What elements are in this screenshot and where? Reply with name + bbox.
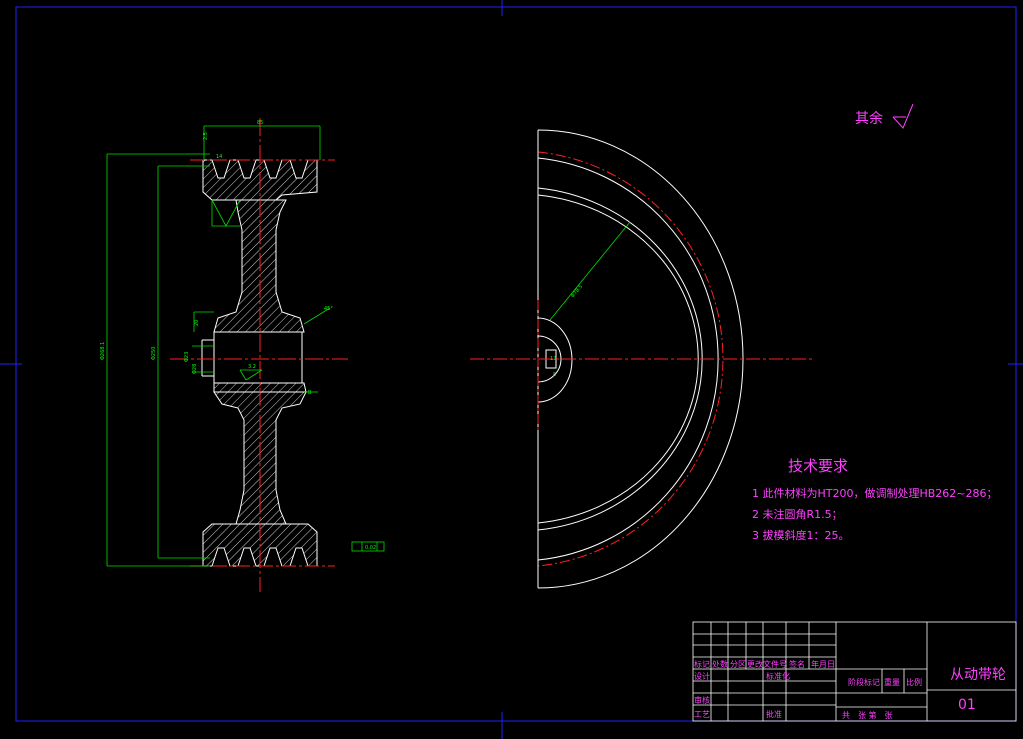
dim-top-width: 85: [257, 120, 263, 126]
tb-sheets: 共 张 第 张: [842, 710, 893, 720]
tb-weight: 重量: [884, 677, 900, 687]
dim-chamfer: 45°: [324, 306, 333, 312]
dim-datum: B: [308, 390, 312, 396]
dim-groove-top: 2.5: [203, 132, 209, 140]
tb-review: 审核: [694, 695, 710, 705]
dim-pitch-diameter: Φ250: [151, 347, 157, 360]
tech-title: 技术要求: [788, 457, 848, 475]
tb-drawing-no: 01: [958, 697, 976, 713]
dim-keyway: 3.2: [248, 364, 256, 370]
dim-hub-len: 20: [194, 320, 200, 326]
tb-label-3: 更改文件号: [747, 659, 787, 669]
svg-text:其余: 其余: [855, 110, 883, 127]
dim-center-b: 8: [553, 372, 556, 378]
tech-requirements: 技术要求 1 此件材料为HT200，做调制处理HB262~286； 2 未注圆角…: [752, 457, 998, 542]
dim-bore-a: Φ23: [184, 352, 190, 362]
tb-approve: 批准: [766, 709, 782, 719]
title-block-text: 标记 处数 分区 更改文件号 签名 年月日 设计 标准化 审核 工艺 批准 阶段…: [694, 659, 1006, 720]
tb-design: 设计: [694, 671, 710, 681]
tb-process: 工艺: [694, 710, 710, 719]
tech-item-2: 2 未注圆角R1.5；: [752, 507, 843, 521]
tb-stage-mark: 阶段标记: [848, 677, 880, 687]
tb-scale: 比例: [906, 677, 922, 687]
tech-item-1: 1 此件材料为HT200，做调制处理HB262~286；: [752, 486, 998, 500]
tolerance-frame: 0.02: [351, 541, 385, 552]
tech-item-3: 3 拔模斜度1：25。: [752, 528, 850, 542]
tb-label-1: 处数: [712, 659, 728, 669]
svg-text:0.02: 0.02: [365, 545, 376, 551]
tb-label-4: 签名: [789, 659, 805, 669]
title-block: [692, 621, 1017, 722]
tb-label-0: 标记: [694, 659, 710, 669]
tb-standardization: 标准化: [766, 671, 790, 681]
section-view: Φ268.1 Φ250 85 2.5 14 Φ23 Φ28 45° 3.2 20…: [100, 118, 385, 592]
tb-label-5: 年月日: [811, 659, 835, 669]
tb-label-2: 分区: [730, 660, 746, 669]
upper-web: [213, 199, 305, 333]
surface-finish-note: 其余: [855, 103, 914, 129]
dim-bore-b: Φ28: [192, 364, 198, 374]
dim-groove-depth: 14: [216, 154, 222, 160]
side-view: Φ78.5 12 8: [470, 129, 815, 589]
tb-part-name: 从动带轮: [950, 667, 1006, 683]
dim-outer-diameter: Φ268.1: [100, 342, 106, 360]
dim-center-a: 12: [550, 356, 556, 362]
